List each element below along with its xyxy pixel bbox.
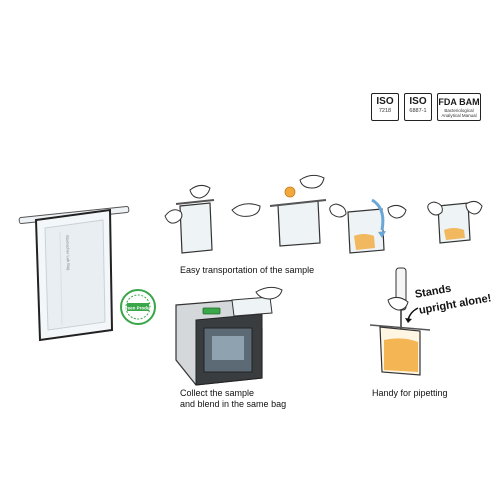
fda-bam-badge: FDA BAM Bacteriological Analytical Manua…: [437, 93, 481, 121]
transport-caption: Easy transportation of the sample: [180, 265, 315, 275]
green-product-stamp: Green Product: [120, 289, 156, 325]
badge-title: ISO: [376, 96, 394, 107]
iso-7218-badge: ISO 7218: [371, 93, 399, 121]
collect-caption-line-2: and blend in the same bag: [180, 399, 287, 409]
iso-6887-badge: ISO 6887-1: [404, 93, 432, 121]
transport-step-4: [427, 200, 483, 244]
transport-step-1: [164, 184, 215, 254]
badge-title: ISO: [409, 96, 427, 107]
badge-title: FDA BAM: [438, 97, 480, 107]
collect-caption-line-1: Collect the sample: [180, 388, 255, 398]
badge-subtitle: 7218: [378, 108, 392, 114]
pipetting-caption: Handy for pipetting: [372, 388, 448, 398]
transport-step-2: [231, 174, 327, 247]
stamp-label: Green Product: [122, 306, 154, 311]
transport-step-3: [329, 198, 407, 254]
bag-print-text: Stomacher Lab Bag: [65, 235, 71, 271]
badge-subtitle: 6887-1: [409, 108, 427, 114]
badge-subtitle: Bacteriological Analytical Manual: [441, 108, 477, 118]
